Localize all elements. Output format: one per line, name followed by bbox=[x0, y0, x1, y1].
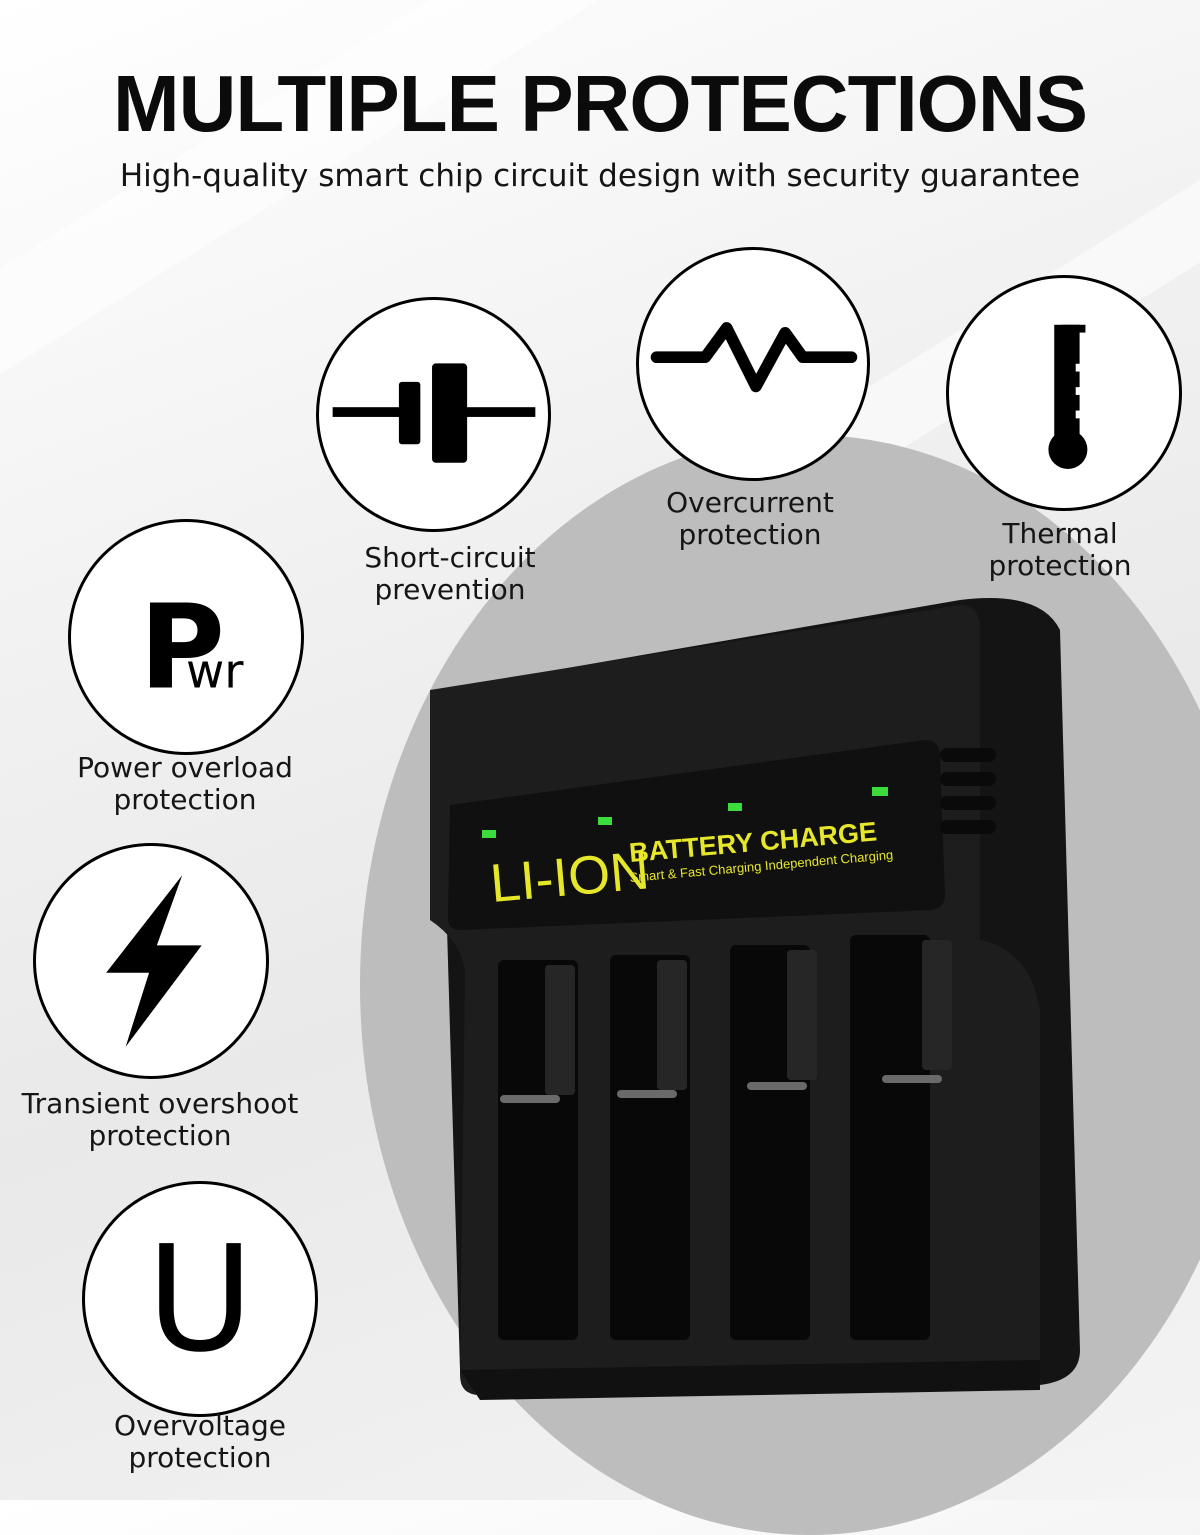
vent-slot bbox=[940, 772, 996, 786]
slot-contact bbox=[922, 940, 952, 1070]
charger-illustration: LI-ION BATTERY CHARGE Smart & Fast Charg… bbox=[430, 598, 1080, 1400]
capacitor-icon bbox=[332, 363, 536, 463]
short-circuit-circle bbox=[316, 297, 551, 532]
slot-contact bbox=[545, 965, 575, 1095]
battery-slot bbox=[850, 935, 930, 1340]
power-overload-circle: P wr bbox=[68, 519, 304, 755]
vent-slot bbox=[940, 796, 996, 810]
battery-charger-image: LI-ION BATTERY CHARGE Smart & Fast Charg… bbox=[420, 590, 1100, 1410]
overcurrent-circle bbox=[636, 247, 870, 481]
pwr-icon-subscript: wr bbox=[186, 646, 244, 700]
thermometer-icon bbox=[1048, 324, 1088, 470]
lightning-bolt-icon bbox=[106, 875, 202, 1047]
slot-spring bbox=[617, 1090, 677, 1098]
brand-label: LI-ION bbox=[488, 840, 652, 914]
pwr-icon-letter: P bbox=[139, 579, 225, 716]
led-indicator bbox=[482, 830, 496, 838]
transient-circle bbox=[33, 843, 269, 1079]
page-subtitle: High-quality smart chip circuit design w… bbox=[119, 158, 1081, 194]
led-indicator bbox=[872, 787, 888, 796]
overvoltage-circle: U bbox=[82, 1181, 318, 1417]
slot-spring bbox=[747, 1082, 807, 1090]
slot-contact bbox=[657, 960, 687, 1090]
voltage-u-icon: U bbox=[147, 1215, 254, 1385]
pwr-icon: P wr bbox=[139, 579, 244, 716]
voltage-u-letter: U bbox=[147, 1215, 254, 1385]
slot-spring bbox=[500, 1095, 560, 1103]
pulse-wave-icon bbox=[650, 322, 858, 393]
led-indicator bbox=[728, 803, 742, 811]
page-title: MULTIPLE PROTECTIONS bbox=[112, 59, 1088, 148]
thermal-circle bbox=[946, 275, 1182, 511]
vent-slot bbox=[940, 748, 996, 762]
slot-contact bbox=[787, 950, 817, 1080]
led-indicator bbox=[598, 817, 612, 825]
slot-spring bbox=[882, 1075, 942, 1083]
vent-slot bbox=[940, 820, 996, 834]
